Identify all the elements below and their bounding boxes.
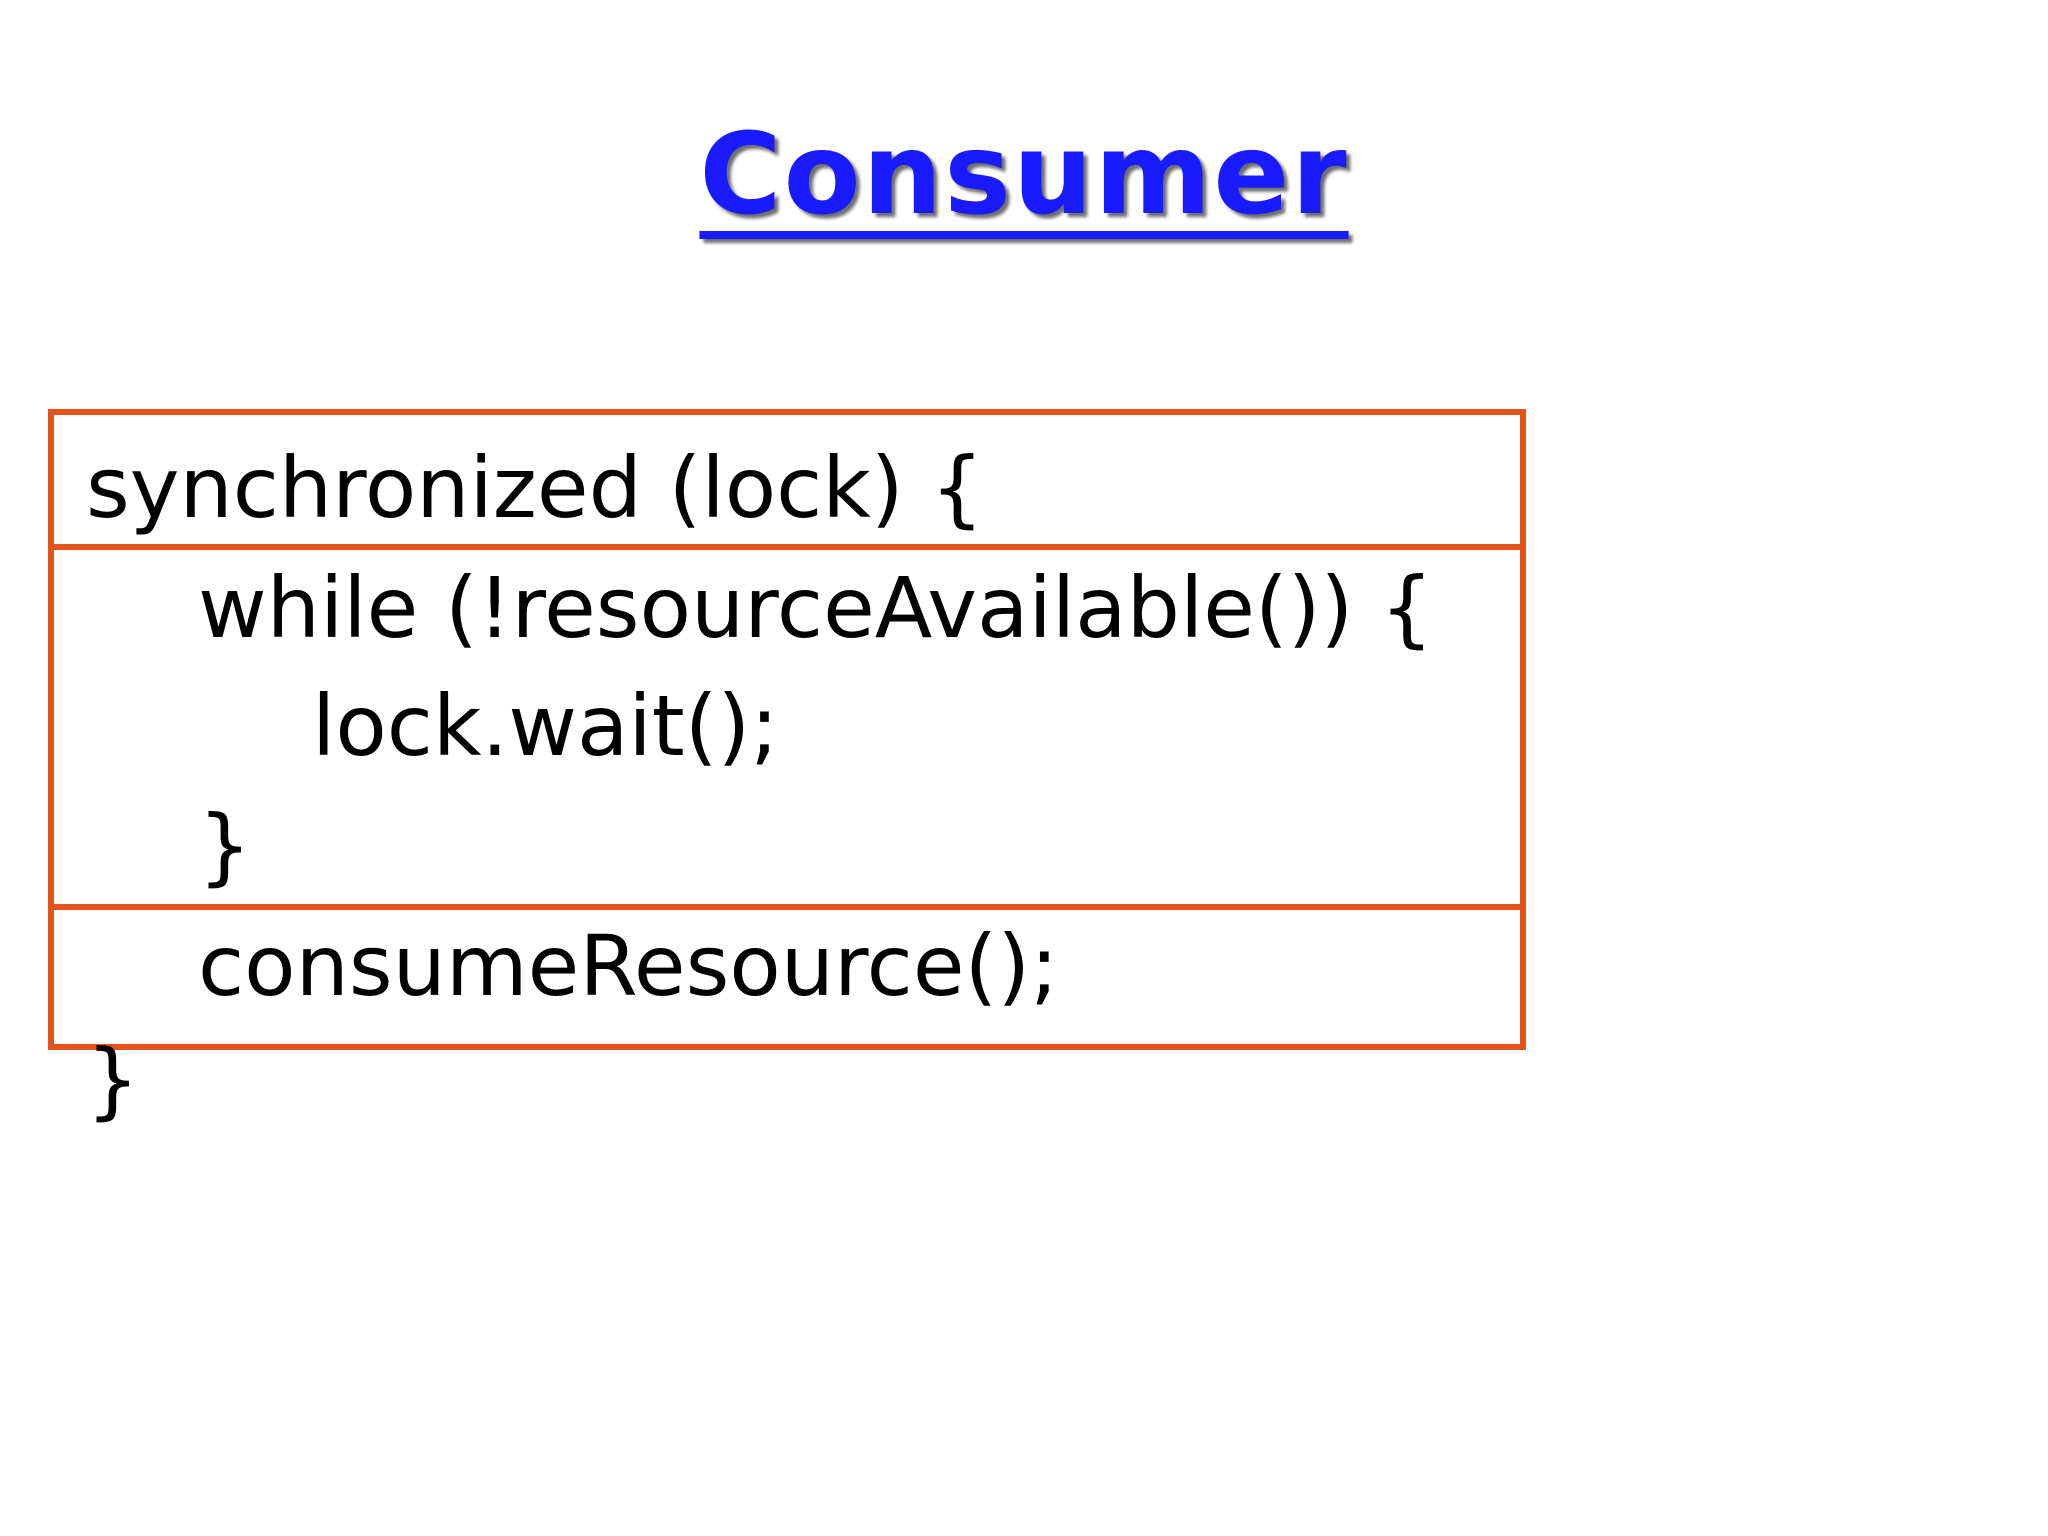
code-line-while-close: } (198, 797, 252, 895)
while-loop-frame (48, 544, 1526, 910)
slide-title: Consumer (699, 110, 1349, 240)
code-line-wait: lock.wait(); (312, 677, 779, 775)
code-line-sync-close: } (86, 1031, 140, 1129)
code-line-while: while (!resourceAvailable()) { (198, 559, 1434, 657)
code-line-synchronized: synchronized (lock) { (86, 439, 984, 537)
code-line-consume: consumeResource(); (198, 917, 1059, 1015)
